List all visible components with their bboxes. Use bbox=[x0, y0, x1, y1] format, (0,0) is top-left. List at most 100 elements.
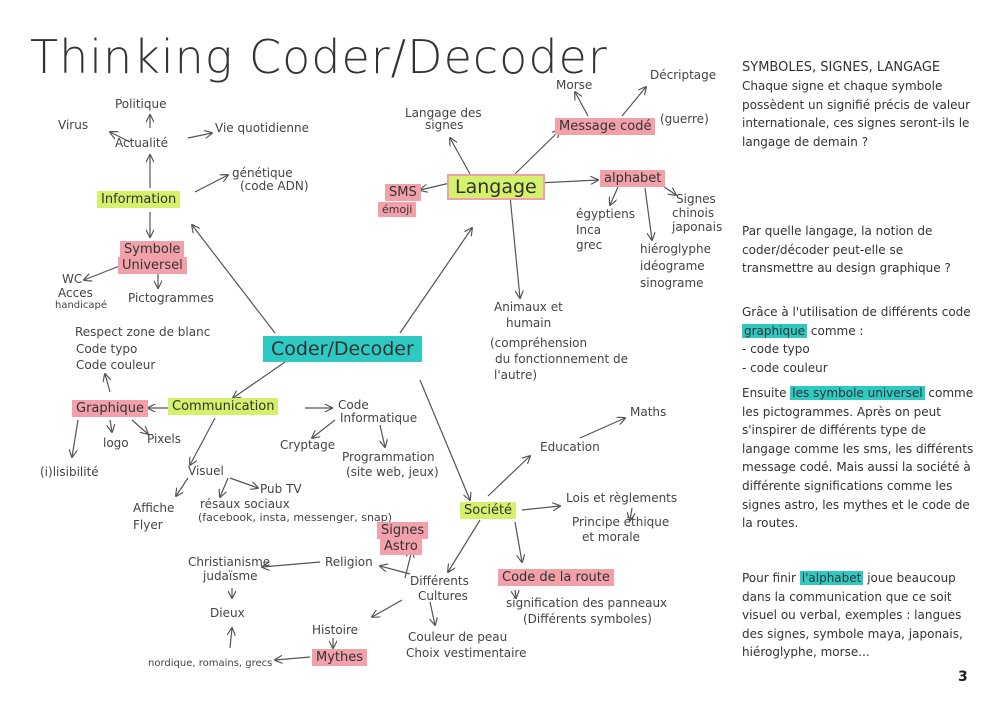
node-education: Education bbox=[540, 440, 600, 454]
notes-list-item-couleur: - code couleur bbox=[742, 360, 828, 375]
node-programmation: Programmation bbox=[342, 450, 435, 464]
notes-p3-highlight: graphique bbox=[742, 323, 808, 338]
node-animaux-3: (compréhension bbox=[490, 336, 588, 350]
node-emoji: émoji bbox=[378, 202, 417, 217]
node-societe: Société bbox=[460, 502, 517, 519]
node-code-typo: Code typo bbox=[76, 342, 138, 356]
node-animaux-4: du fonctionnement de bbox=[495, 352, 628, 366]
node-vestimentaire: Choix vestimentaire bbox=[406, 646, 527, 660]
node-respect: Respect zone de blanc bbox=[75, 325, 211, 339]
node-mythes: Mythes bbox=[312, 649, 368, 666]
node-pub-tv: Pub TV bbox=[260, 482, 302, 496]
notes-paragraph-4: Ensuite les symbole universel comme les … bbox=[742, 384, 977, 533]
notes-paragraph-5: Pour finir l'alphabet joue beaucoup dans… bbox=[742, 569, 977, 662]
node-differents-symboles: (Différents symboles) bbox=[523, 612, 652, 626]
node-guerre: (guerre) bbox=[660, 112, 709, 126]
node-cultures: Cultures bbox=[418, 589, 468, 603]
node-signes: Signes bbox=[676, 192, 716, 206]
node-politique: Politique bbox=[115, 97, 167, 111]
node-pictogrammes: Pictogrammes bbox=[128, 291, 214, 305]
node-handicape: handicapé bbox=[55, 300, 108, 311]
node-differents: Différents bbox=[410, 574, 469, 588]
notes-p5-highlight: l'alphabet bbox=[799, 571, 864, 585]
node-langage-des-signes-1: Langage des bbox=[405, 106, 482, 120]
notes-p4-highlight: les symbole universel bbox=[790, 386, 925, 400]
node-alphabet: alphabet bbox=[600, 170, 666, 187]
node-signes-astro: Signes bbox=[377, 522, 429, 539]
node-judaisme: judaïsme bbox=[203, 569, 258, 583]
node-affiche: Affiche bbox=[133, 501, 175, 515]
node-langage-des-signes-2: signes bbox=[425, 118, 464, 132]
notes-p4-text: Ensuite bbox=[742, 386, 787, 400]
node-langage: Langage bbox=[447, 174, 545, 200]
node-genetique: génétique bbox=[232, 166, 293, 180]
node-information: Information bbox=[97, 191, 181, 208]
node-astro: Astro bbox=[380, 538, 422, 555]
node-religion: Religion bbox=[325, 555, 373, 569]
node-animaux-2: humain bbox=[506, 316, 552, 330]
notes-p4-text-end: comme les pictogrammes. Après on peut s'… bbox=[742, 386, 974, 531]
node-code-adn: (code ADN) bbox=[240, 179, 309, 193]
node-pixels: Pixels bbox=[147, 432, 182, 446]
node-grec: grec bbox=[576, 238, 603, 252]
notes-heading: SYMBOLES, SIGNES, LANGAGE bbox=[742, 60, 941, 75]
node-morale: et morale bbox=[582, 530, 640, 544]
node-sinograme: sinograme bbox=[640, 276, 704, 290]
node-chinois: chinois bbox=[672, 206, 715, 220]
notes-p5-text-end: joue beaucoup dans la communication que … bbox=[742, 571, 963, 660]
node-logo: logo bbox=[103, 436, 129, 450]
node-nordique: nordique, romains, grecs bbox=[148, 658, 273, 669]
node-maths: Maths bbox=[630, 405, 667, 419]
node-inca: Inca bbox=[576, 223, 602, 237]
page-title: Thinking Coder/Decoder bbox=[30, 30, 608, 84]
node-christianisme: Christianisme bbox=[188, 555, 271, 569]
node-hieroglyphe: hiéroglyphe bbox=[640, 242, 711, 256]
node-sms: SMS bbox=[385, 184, 421, 201]
node-signification: signification des panneaux bbox=[506, 596, 668, 610]
node-cryptage: Cryptage bbox=[280, 438, 336, 452]
node-coder-decoder: Coder/Decoder bbox=[263, 336, 422, 362]
notes-paragraph-3: Grâce à l'utilisation de différents code… bbox=[742, 303, 977, 377]
node-informatique: Informatique bbox=[340, 411, 418, 425]
node-actualite: Actualité bbox=[115, 136, 169, 150]
node-lisibilite: (i)lisibilité bbox=[40, 465, 99, 479]
node-vie-quotidienne: Vie quotidienne bbox=[215, 121, 310, 135]
notes-p3-text-end: comme : bbox=[810, 323, 864, 338]
node-couleur-peau: Couleur de peau bbox=[408, 630, 508, 644]
node-animaux-1: Animaux et bbox=[494, 300, 563, 314]
node-egyptiens: égyptiens bbox=[576, 207, 635, 221]
node-universel: Universel bbox=[118, 257, 187, 274]
node-animaux-5: l'autre) bbox=[494, 368, 538, 382]
node-acces: Acces bbox=[58, 286, 93, 300]
node-morse: Morse bbox=[556, 78, 593, 92]
notes-list-item-typo: - code typo bbox=[742, 342, 810, 357]
node-decriptage: Décriptage bbox=[650, 68, 717, 82]
node-flyer: Flyer bbox=[133, 518, 163, 532]
node-graphique: Graphique bbox=[72, 400, 148, 417]
node-code: Code bbox=[338, 398, 369, 412]
notes-paragraph-1: Chaque signe et chaque symbole possèdent… bbox=[742, 79, 971, 149]
node-ideograme: idéograme bbox=[640, 259, 705, 273]
node-visuel: Visuel bbox=[188, 464, 224, 478]
node-reseaux: résaux sociaux bbox=[200, 497, 290, 511]
notes-p3-text: Grâce à l'utilisation de différents code bbox=[742, 305, 971, 319]
notes-p5-text: Pour finir bbox=[742, 571, 796, 585]
node-communication: Communication bbox=[168, 398, 279, 415]
node-histoire: Histoire bbox=[312, 623, 359, 637]
node-code-route: Code de la route bbox=[498, 569, 614, 586]
node-dieux: Dieux bbox=[210, 606, 245, 620]
node-wc: WC bbox=[62, 272, 83, 286]
node-message-code: Message codé bbox=[555, 118, 656, 135]
notes-paragraph-2: Par quelle langage, la notion de coder/d… bbox=[742, 224, 951, 276]
node-principe: Principe éthique bbox=[572, 515, 670, 529]
node-site-web: (site web, jeux) bbox=[346, 465, 439, 479]
node-japonais: japonais bbox=[672, 220, 723, 234]
node-code-couleur: Code couleur bbox=[76, 358, 156, 372]
node-symbole: Symbole bbox=[120, 241, 185, 258]
node-lois: Lois et règlements bbox=[566, 491, 678, 505]
node-virus: Virus bbox=[58, 118, 89, 132]
node-reseaux-list: (facebook, insta, messenger, snap) bbox=[198, 511, 392, 524]
page-number: 3 bbox=[958, 669, 968, 685]
